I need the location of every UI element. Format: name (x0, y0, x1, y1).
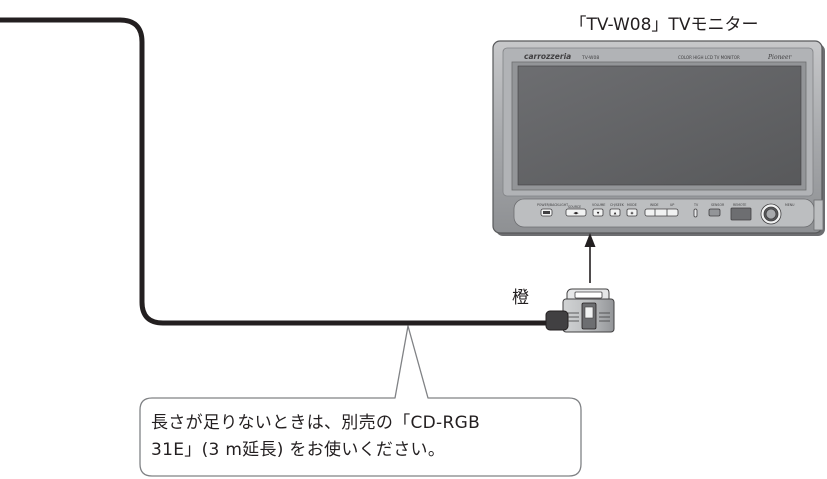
monitor-caption: 「TV-W08」TVモニター (570, 15, 759, 35)
tv-button-label: TV (693, 203, 699, 207)
remote-label: REMOTE (733, 203, 746, 207)
model-label-small: TV-W08 (581, 55, 599, 61)
volume-button-label: VOLUME (592, 203, 605, 207)
brand-logo-right: Pioneer (767, 54, 793, 61)
connector-color-label: 橙 (512, 288, 529, 308)
monitor-screen (517, 65, 802, 186)
mode-button-label: MODE (627, 203, 637, 207)
svg-text:▼: ▼ (597, 211, 600, 215)
source-button (565, 208, 587, 217)
svg-text:▲: ▲ (614, 211, 617, 215)
source-button-label: SOURCE (568, 205, 581, 209)
cable (0, 17, 550, 326)
volume-button (592, 208, 604, 217)
channel-button-label: CH/SEEK (610, 203, 625, 207)
remote-sensor (730, 207, 752, 221)
mode-button (626, 208, 638, 217)
sensor-label: SENSOR (711, 203, 725, 207)
svg-text:◀▶: ◀▶ (573, 211, 579, 215)
callout-line-1: 長さが足りないときは、別売の「CD-RGB (151, 413, 481, 433)
channel-button (609, 208, 621, 217)
tv-indicator (693, 208, 698, 218)
callout-line-2: 31E」(3 m延長) をお使いください。 (151, 440, 446, 460)
wide-button (644, 208, 679, 217)
callout-text: 長さが足りないときは、別売の「CD-RGB 31E」(3 m延長) をお使いくだ… (151, 410, 581, 464)
up-button-label: UP (670, 203, 674, 207)
spec-label: COLOR HIGH LCD TV MONITOR (678, 55, 740, 60)
sensor-window (708, 208, 721, 217)
cable-connector (545, 288, 615, 333)
brand-logo-left: carrozzeria (524, 52, 571, 61)
wide-button-label: WIDE (650, 203, 659, 207)
connection-arrow (584, 233, 596, 283)
callout-balloon (139, 325, 582, 477)
power-button-label: POWER/BACKLIGHT (537, 203, 568, 207)
svg-text:◉: ◉ (631, 211, 634, 215)
menu-button-label: MENU (785, 203, 795, 207)
tv-monitor: carrozzeria TV-W08 COLOR HIGH LCD TV MON… (492, 40, 825, 236)
